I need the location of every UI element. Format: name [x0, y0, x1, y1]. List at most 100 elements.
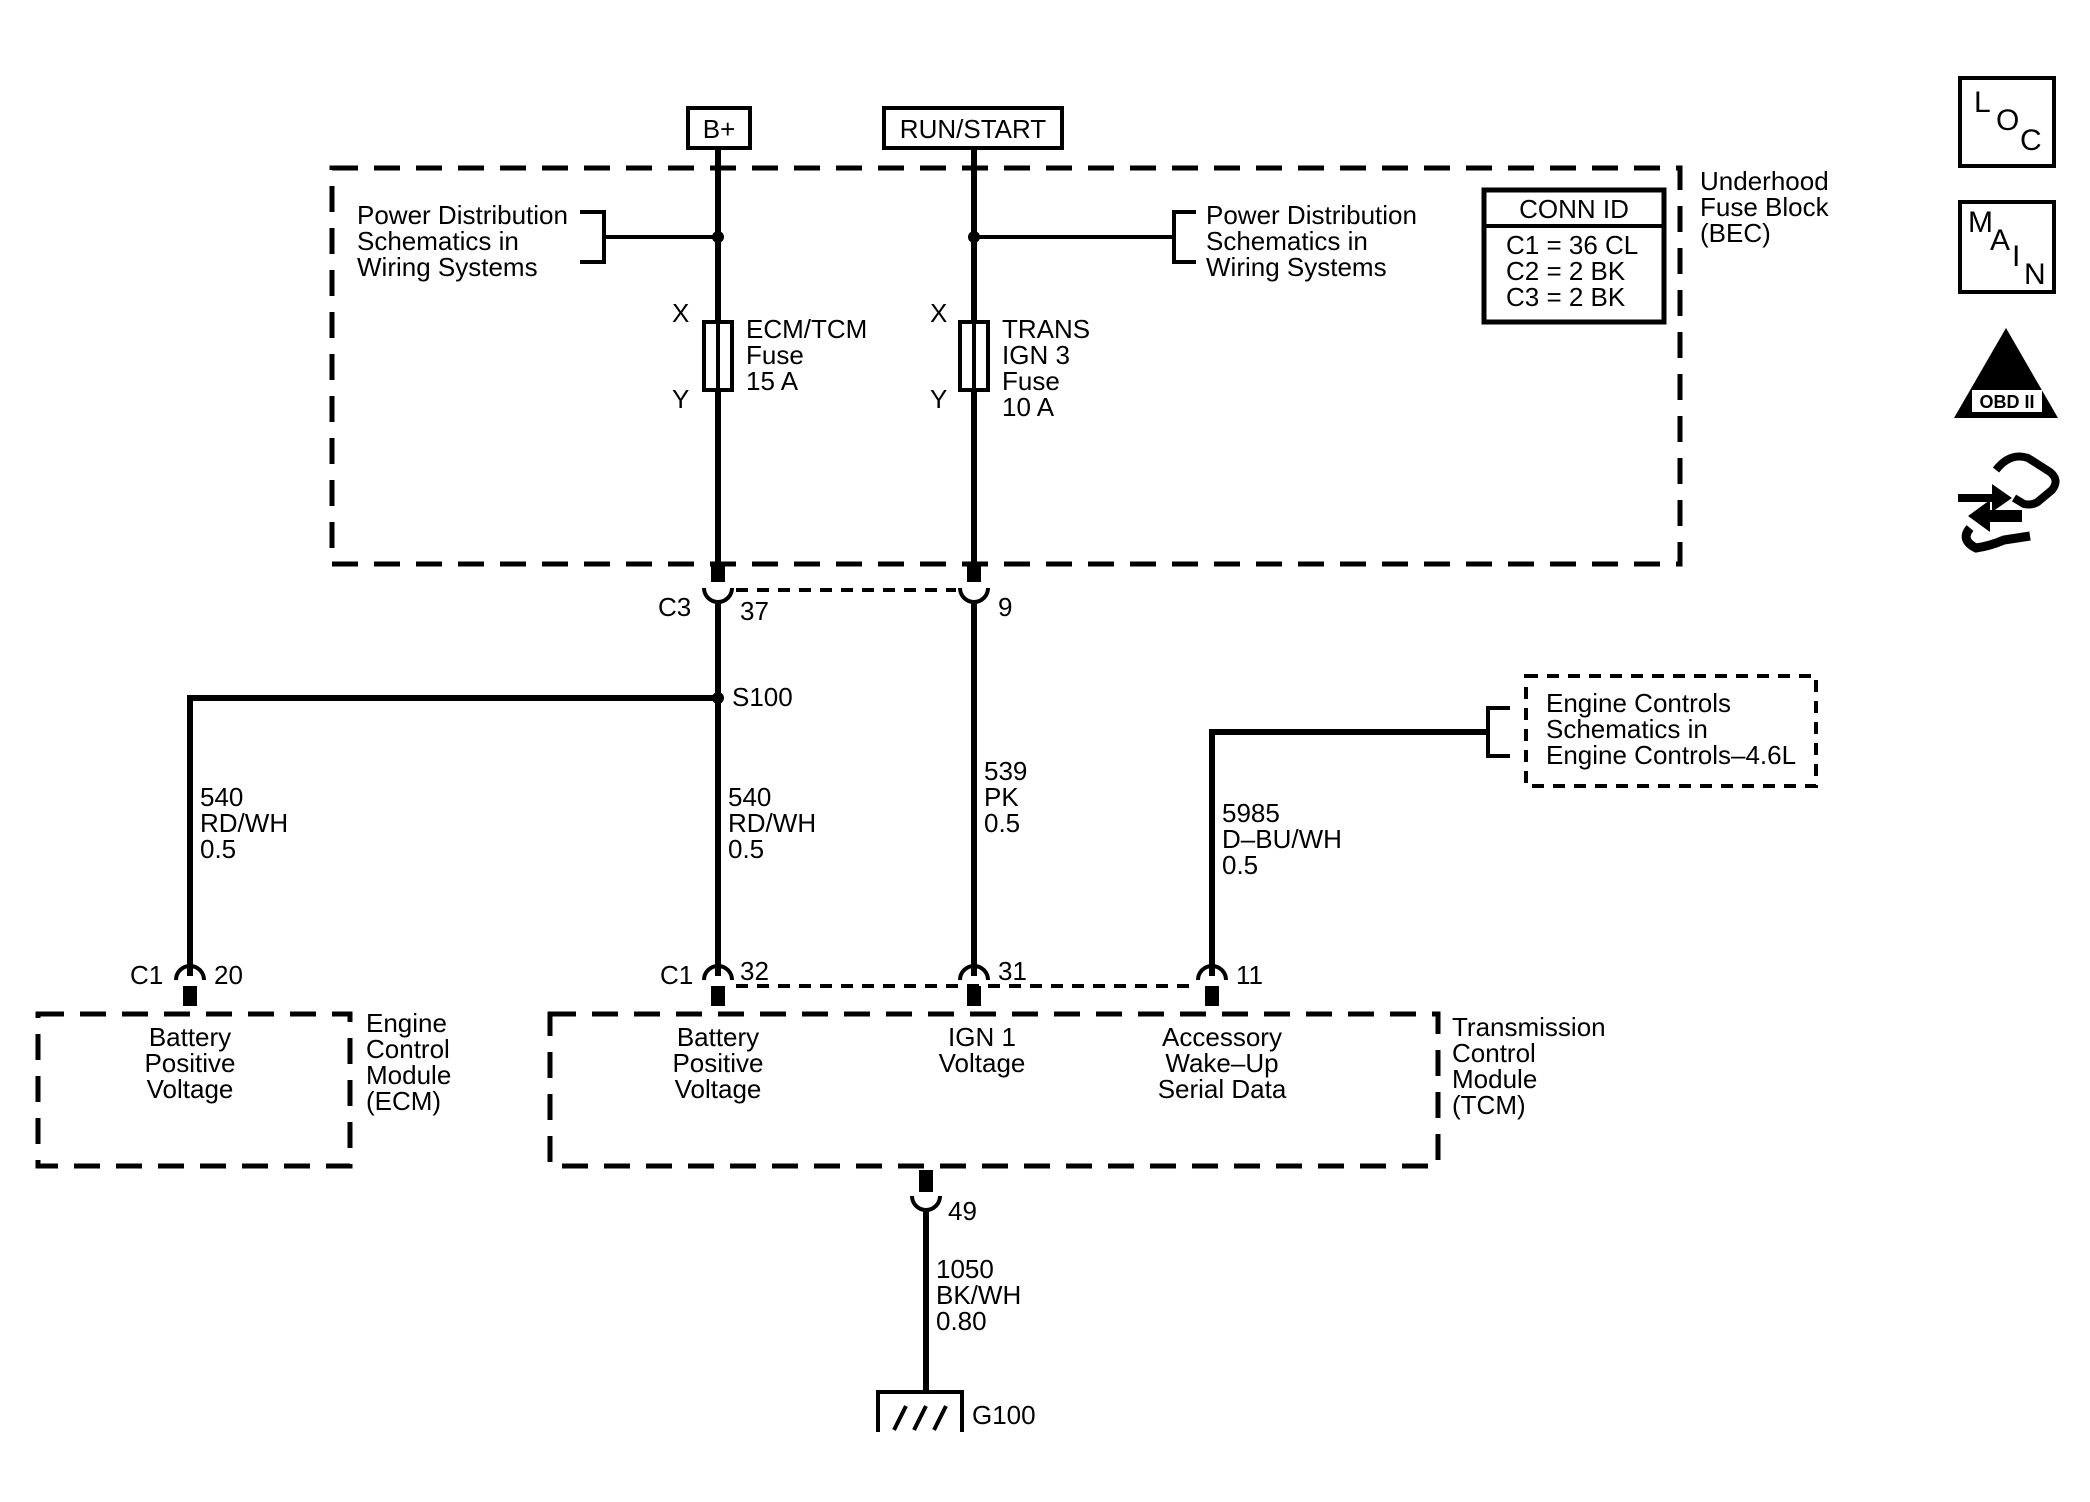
- main-letter: A: [1990, 224, 2010, 257]
- wire-539-num: 539: [984, 756, 1027, 786]
- ground-g100-label: G100: [972, 1400, 1036, 1430]
- tcm-pin2-label-2: Voltage: [939, 1048, 1026, 1078]
- wire-tcm-540-gauge: 0.5: [728, 834, 764, 864]
- wire-tcm-540-num: 540: [728, 782, 771, 812]
- tcm-pin-31: 31: [998, 956, 1027, 986]
- loc-letter: L: [1974, 86, 1991, 119]
- fuse1-x-label: X: [672, 298, 689, 328]
- fuse2-x-label: X: [930, 298, 947, 328]
- obd-ii-label: OBD II: [1979, 392, 2034, 412]
- right-ref-bracket: [1172, 210, 1196, 264]
- tcm-pin1-label-2: Positive: [672, 1048, 763, 1078]
- main-letter: N: [2024, 258, 2046, 291]
- tcm-connector-label: C1: [660, 960, 693, 990]
- loc-letter: C: [2020, 124, 2042, 157]
- c3-pin-37: 37: [740, 596, 769, 626]
- fuse1-line-3: 15 A: [746, 366, 799, 396]
- tcm-pin3-label-1: Accessory: [1162, 1022, 1282, 1052]
- wire-5985-color: D–BU/WH: [1222, 824, 1342, 854]
- fuse-block-name-3: (BEC): [1700, 218, 1771, 248]
- left-ref-line-1: Power Distribution: [357, 200, 568, 230]
- fuse1-line-2: Fuse: [746, 340, 804, 370]
- left-ref-bracket: [580, 210, 606, 264]
- hand-arrows-icon[interactable]: [1958, 452, 2060, 553]
- tcm-pin2-label-1: IGN 1: [948, 1022, 1016, 1052]
- loc-icon[interactable]: L O C: [1958, 76, 2056, 168]
- fuse2-line-3: Fuse: [1002, 366, 1060, 396]
- left-ref-line-2: Schematics in: [357, 226, 519, 256]
- wire-ecm-540-color: RD/WH: [200, 808, 288, 838]
- main-letter: M: [1968, 206, 1993, 239]
- wire-ecm-540-num: 540: [200, 782, 243, 812]
- conn-id-header: CONN ID: [1519, 194, 1629, 224]
- c3-connector: [702, 564, 990, 604]
- wire-tcm-540-color: RD/WH: [728, 808, 816, 838]
- ecm-pin-label-1: Battery: [149, 1022, 231, 1052]
- tcm-ground-pin-49: 49: [948, 1196, 977, 1226]
- obd-ii-icon[interactable]: II OBD II: [1954, 328, 2058, 418]
- s100-label: S100: [732, 682, 793, 712]
- engine-ref-line-1: Engine Controls: [1546, 688, 1731, 718]
- fuse-block-name-2: Fuse Block: [1700, 192, 1830, 222]
- right-ref-line-3: Wiring Systems: [1206, 252, 1387, 282]
- engine-controls-ref-box: [1524, 674, 1818, 788]
- run-start-label: RUN/START: [900, 114, 1046, 144]
- ecm-name-4: (ECM): [366, 1086, 441, 1116]
- conn-id-row: C3 = 2 BK: [1506, 282, 1626, 312]
- left-ref-line-3: Wiring Systems: [357, 252, 538, 282]
- wire-5985-num: 5985: [1222, 798, 1280, 828]
- fuse-block-name-1: Underhood: [1700, 166, 1829, 196]
- loc-letter: O: [1996, 104, 2019, 137]
- tcm-pin-32: 32: [740, 956, 769, 986]
- ecm-c1-connector: [174, 964, 206, 1006]
- underhood-fuse-block-outline: [329, 165, 1683, 567]
- ground-g100-symbol: [876, 1390, 964, 1432]
- engine-ref-line-2: Schematics in: [1546, 714, 1708, 744]
- right-ref-line-1: Power Distribution: [1206, 200, 1417, 230]
- tcm-c1-connector: [702, 964, 1228, 1006]
- ecm-module-outline: [35, 1011, 353, 1169]
- wire-ecm-540-gauge: 0.5: [200, 834, 236, 864]
- bplus-label: B+: [703, 114, 736, 144]
- tcm-pin1-label-1: Battery: [677, 1022, 759, 1052]
- engine-ref-line-3: Engine Controls–4.6L: [1546, 740, 1796, 770]
- tcm-pin3-label-2: Wake–Up: [1165, 1048, 1278, 1078]
- ecm-name-2: Control: [366, 1034, 450, 1064]
- conn-id-row: C1 = 36 CL: [1506, 230, 1638, 260]
- c3-label: C3: [658, 592, 691, 622]
- tcm-ground-connector: [910, 1170, 942, 1212]
- ecm-pin-label-3: Voltage: [147, 1074, 234, 1104]
- ecm-name-1: Engine: [366, 1008, 447, 1038]
- wire-540-ecm: [187, 695, 718, 976]
- main-icon[interactable]: M A I N: [1958, 200, 2056, 294]
- wire-1050-num: 1050: [936, 1254, 994, 1284]
- main-letter: I: [2012, 240, 2020, 273]
- fuse2-line-4: 10 A: [1002, 392, 1055, 422]
- ecm-connector-label: C1: [130, 960, 163, 990]
- ecm-name-3: Module: [366, 1060, 451, 1090]
- tcm-name-3: Module: [1452, 1064, 1537, 1094]
- conn-id-row: C2 = 2 BK: [1506, 256, 1626, 286]
- ecm-pin-label-2: Positive: [144, 1048, 235, 1078]
- tcm-pin1-label-3: Voltage: [675, 1074, 762, 1104]
- wire-1050-color: BK/WH: [936, 1280, 1021, 1310]
- right-ref-line-2: Schematics in: [1206, 226, 1368, 256]
- wire-5985: [1209, 729, 1488, 976]
- wire-1050-gauge: 0.80: [936, 1306, 987, 1336]
- fuse1-y-label: Y: [672, 384, 689, 414]
- obd-roman-label: II: [1995, 356, 2018, 389]
- wire-539-gauge: 0.5: [984, 808, 1020, 838]
- fuse2-y-label: Y: [930, 384, 947, 414]
- fuse2-line-2: IGN 3: [1002, 340, 1070, 370]
- conn-id-table: CONN ID C1 = 36 CL C2 = 2 BK C3 = 2 BK: [1481, 187, 1667, 325]
- wire-539-color: PK: [984, 782, 1019, 812]
- c3-pin-9: 9: [998, 592, 1012, 622]
- tcm-name-1: Transmission: [1452, 1012, 1606, 1042]
- tcm-pin3-label-3: Serial Data: [1158, 1074, 1287, 1104]
- tcm-module-outline: [547, 1011, 1441, 1169]
- fuse2-line-1: TRANS: [1002, 314, 1090, 344]
- wire-5985-gauge: 0.5: [1222, 850, 1258, 880]
- fuse1-line-1: ECM/TCM: [746, 314, 867, 344]
- tcm-name-4: (TCM): [1452, 1090, 1526, 1120]
